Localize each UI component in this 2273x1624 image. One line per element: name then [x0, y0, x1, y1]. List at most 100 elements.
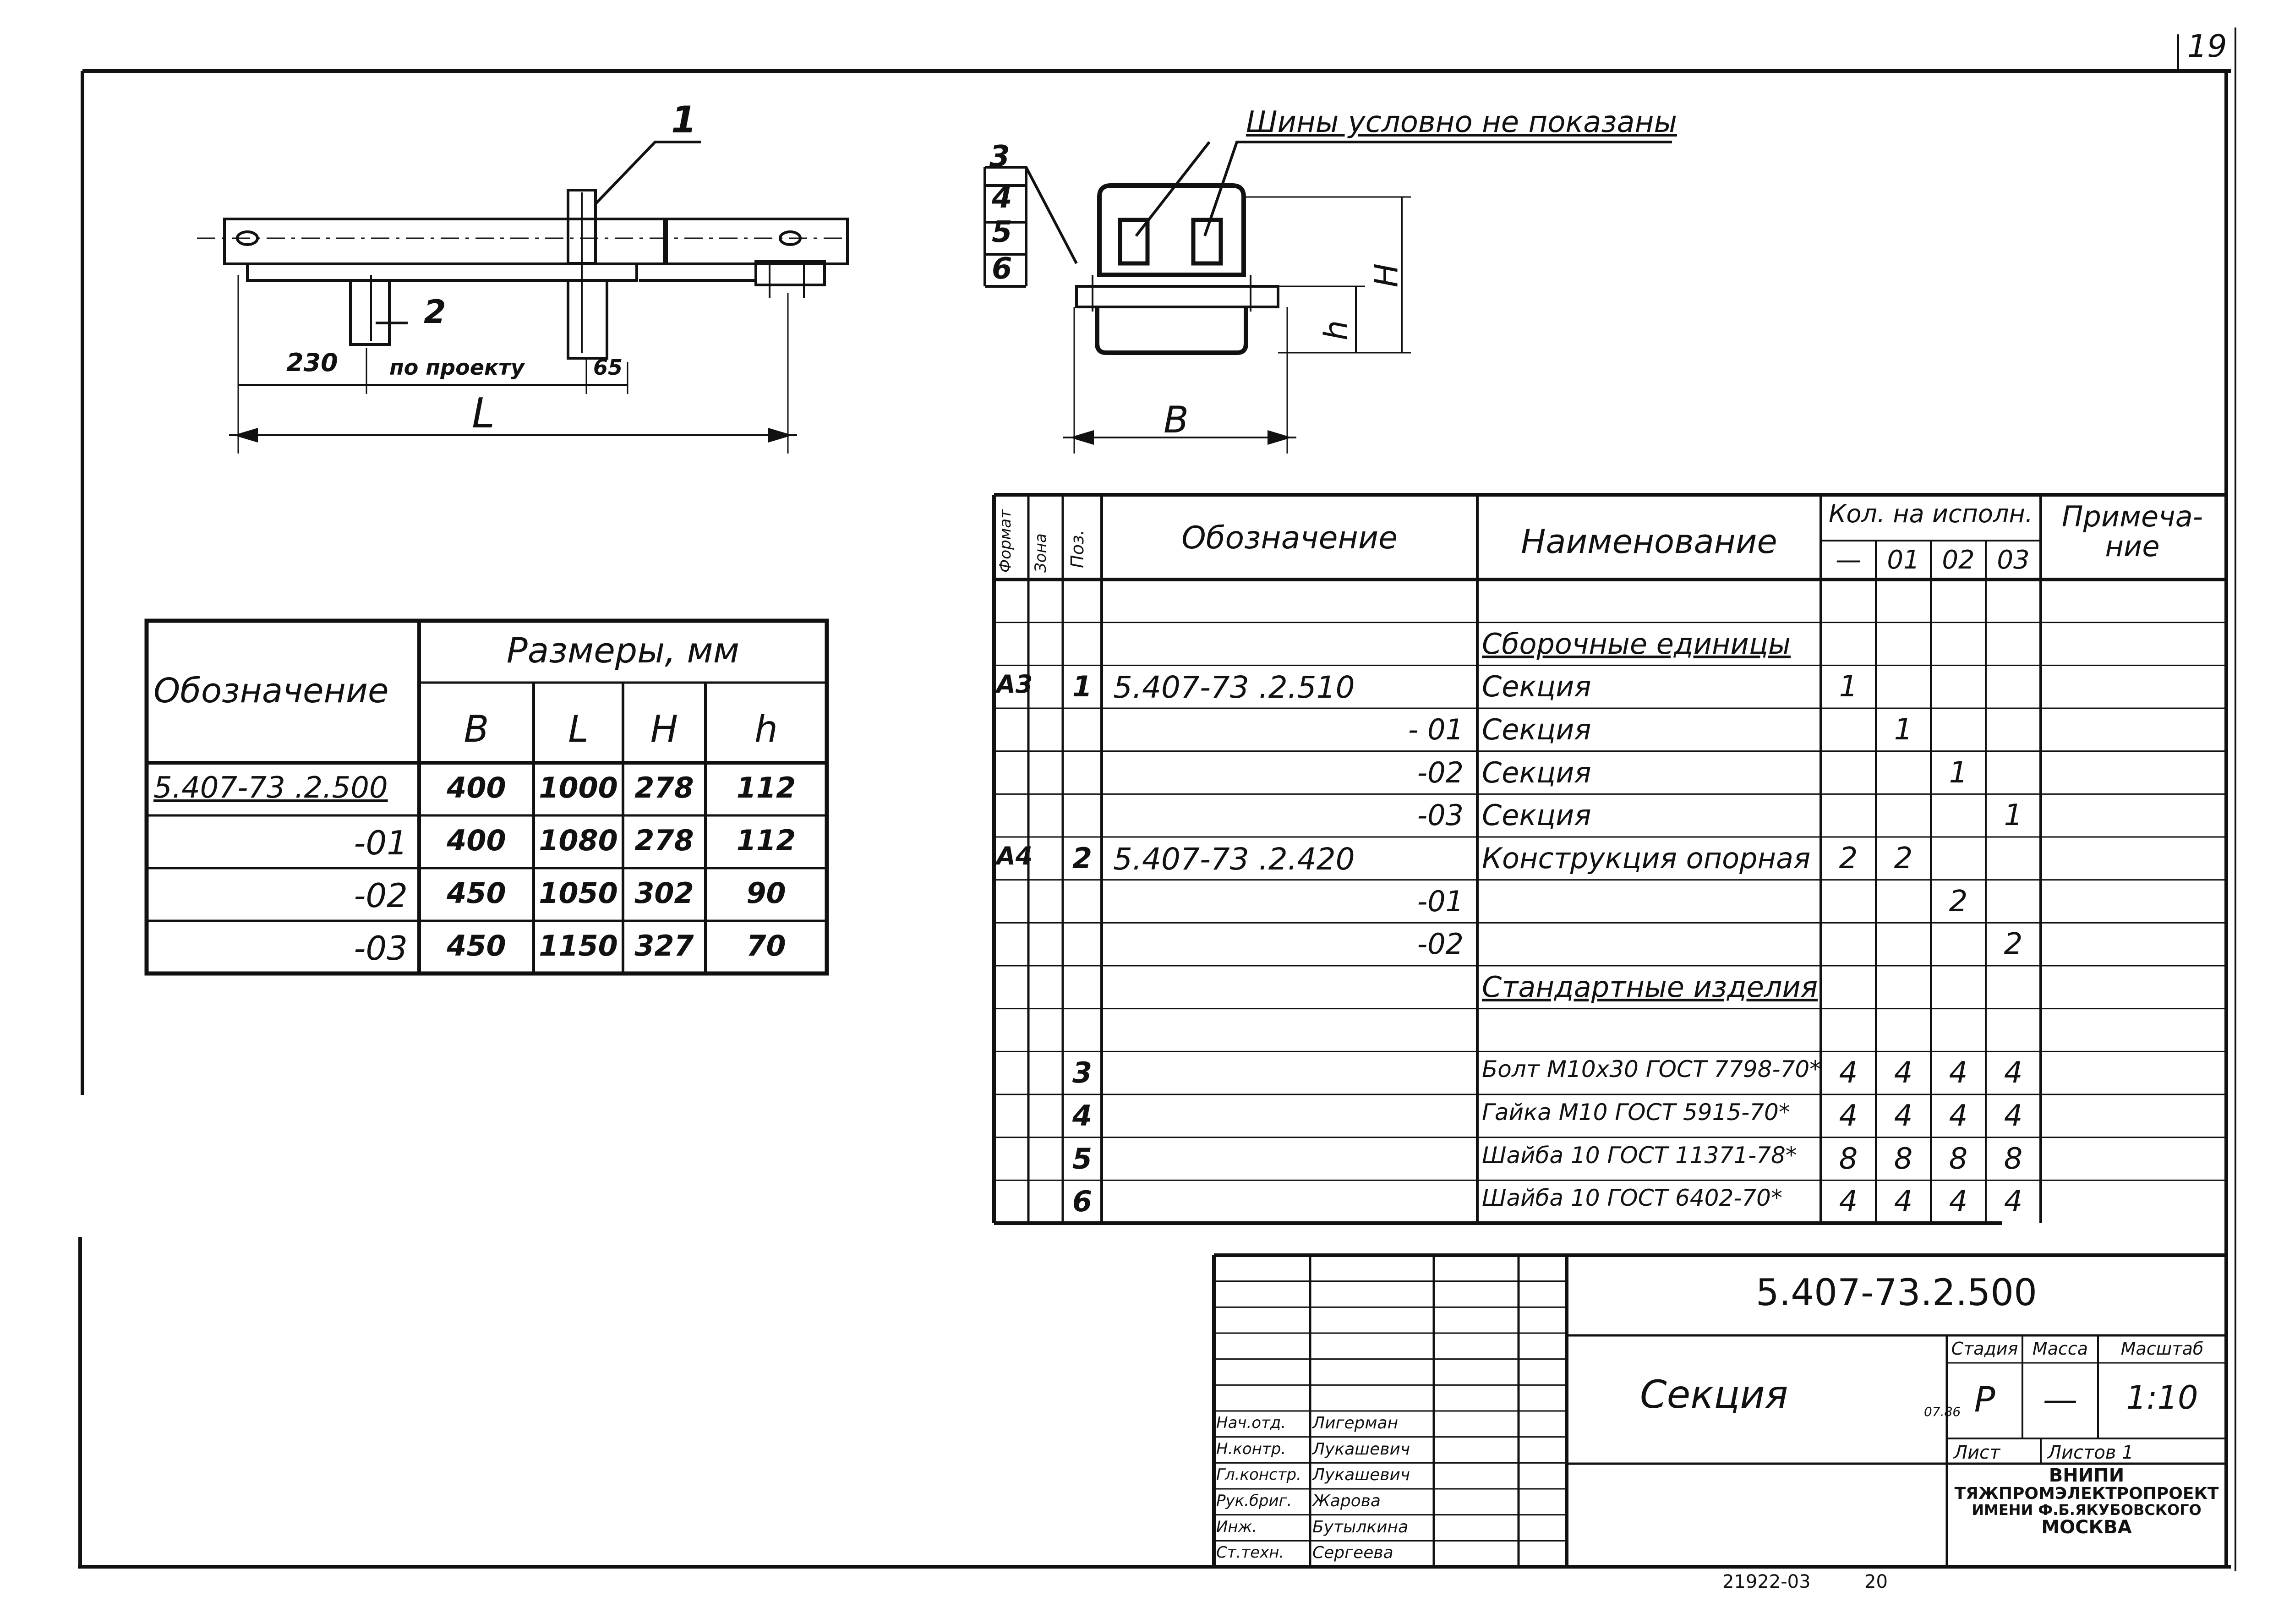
dims-header-designation: Обозначение: [153, 671, 389, 711]
spec-qcol-header: 02: [1942, 545, 1975, 575]
dims-cell: 70: [746, 929, 786, 962]
doc-number: 5.407-73.2.500: [1755, 1271, 2038, 1314]
spec-format: А3: [996, 670, 1033, 699]
spec-header-qty: Кол. на исполн.: [1829, 499, 2033, 528]
dims-cell: 1150: [539, 929, 618, 962]
sheets-label: Листов 1: [2048, 1442, 2134, 1463]
title-block-grid: [1212, 1253, 2226, 1567]
dim-H: H: [1367, 263, 1405, 288]
dims-cell: 278: [634, 771, 694, 804]
spec-table-grid: [992, 493, 2226, 1225]
spec-qty: 8: [1839, 1142, 1858, 1176]
dims-cell: 112: [736, 824, 796, 857]
dims-cell: 90: [746, 876, 786, 910]
dims-cell: 112: [736, 771, 796, 804]
dims-row-designation: -03: [354, 929, 408, 968]
spec-qty: 4: [1839, 1185, 1858, 1219]
dims-cell: 1000: [539, 771, 618, 804]
spec-qty: 4: [1894, 1099, 1913, 1133]
spec-qty: 1: [2004, 798, 2023, 833]
spec-qty: 4: [1949, 1056, 1968, 1090]
dims-col-L: L: [568, 708, 589, 750]
dim-B: B: [1164, 399, 1189, 441]
spec-qcol-header: 01: [1887, 545, 1920, 575]
spec-qty: 2: [1894, 842, 1913, 875]
spec-qcol-header: —: [1836, 545, 1861, 575]
spec-qty: 4: [1894, 1185, 1913, 1219]
signer-role: Рук.бриг.: [1216, 1492, 1292, 1510]
dims-col-h: h: [754, 708, 778, 750]
spec-qty: 4: [1839, 1099, 1858, 1133]
end-view: [984, 141, 1672, 454]
signer-name: Бутылкина: [1312, 1517, 1409, 1537]
dims-cell: 1050: [539, 876, 618, 910]
org-line-4: МОСКВА: [2041, 1517, 2132, 1538]
spec-qty: 1: [1949, 755, 1968, 790]
signer-role: Инж.: [1216, 1517, 1257, 1536]
dims-cell: 327: [634, 929, 694, 962]
signer-name: Жарова: [1312, 1492, 1381, 1510]
dims-header-sizes: Размеры, мм: [506, 630, 740, 671]
signer-name: Лукашевич: [1312, 1439, 1410, 1459]
callout-3: 3: [989, 140, 1010, 174]
spec-qty: 4: [2004, 1185, 2023, 1219]
spec-qty: 4: [2004, 1056, 2023, 1090]
dims-cell: 302: [634, 876, 694, 910]
spec-qty: 8: [2004, 1142, 2023, 1176]
dims-cell: 400: [447, 824, 506, 857]
spec-designation: -01: [1417, 884, 1464, 918]
spec-qty: 4: [1839, 1056, 1858, 1090]
spec-designation: 5.407-73 .2.510: [1113, 670, 1355, 705]
mass-header: Масса: [2032, 1339, 2088, 1359]
spec-name: Болт М10х30 ГОСТ 7798-70*: [1482, 1056, 1821, 1083]
spec-format: А4: [996, 842, 1033, 870]
spec-designation: -02: [1417, 755, 1464, 789]
spec-header-name: Наименование: [1521, 522, 1777, 561]
spec-name: Шайба 10 ГОСТ 11371-78*: [1482, 1142, 1797, 1169]
spec-pos: 6: [1072, 1185, 1093, 1219]
signer-name: Сергеева: [1312, 1543, 1393, 1563]
callout-1: 1: [671, 98, 697, 141]
spec-qty: 1: [1839, 670, 1858, 704]
dim-L: L: [472, 389, 495, 437]
dims-cell: 400: [447, 771, 506, 804]
dims-cell: 278: [634, 824, 694, 857]
archive-number: 21922-03: [1722, 1571, 1811, 1592]
spec-name: Гайка М10 ГОСТ 5915-70*: [1482, 1099, 1790, 1126]
mass-value: —: [2043, 1379, 2078, 1420]
spec-designation: -03: [1417, 798, 1464, 832]
spec-designation: - 01: [1408, 713, 1464, 746]
spec-header-format: Формат: [996, 509, 1015, 573]
org-line-1: ВНИПИ: [2049, 1465, 2125, 1486]
dims-cell: 450: [447, 876, 506, 910]
signer-name: Лигерман: [1312, 1414, 1399, 1433]
dims-cell: 450: [447, 929, 506, 962]
signer-name: Лукашевич: [1312, 1465, 1410, 1485]
spec-pos: 1: [1072, 670, 1093, 704]
sheet-label: Лист: [1954, 1442, 2000, 1463]
dims-col-H: H: [650, 708, 678, 750]
dims-col-B: B: [464, 708, 489, 750]
spec-designation: -02: [1417, 927, 1464, 961]
org-line-3: ИМЕНИ Ф.Б.ЯКУБОВСКОГО: [1972, 1501, 2202, 1519]
scale-value: 1:10: [2126, 1379, 2198, 1416]
spec-name: Секция: [1482, 713, 1591, 746]
spec-pos: 2: [1072, 842, 1093, 875]
sign-date: 07.86: [1924, 1404, 1961, 1419]
scale-header: Масштаб: [2120, 1339, 2204, 1359]
spec-qty: 2: [1839, 842, 1858, 875]
spec-pos: 5: [1072, 1142, 1093, 1176]
dim-h: h: [1317, 320, 1355, 341]
signer-role: Н.контр.: [1216, 1439, 1286, 1458]
signer-role: Гл.констр.: [1216, 1465, 1301, 1484]
spec-pos: 4: [1072, 1099, 1093, 1132]
dims-cell: 1080: [539, 824, 618, 857]
org-line-2: ТЯЖПРОМЭЛЕКТРОПРОЕКТ: [1954, 1484, 2219, 1503]
callout-2: 2: [424, 293, 446, 331]
dims-row-designation: -02: [354, 876, 408, 915]
spec-qty: 4: [1949, 1185, 1968, 1219]
spec-pos: 3: [1072, 1056, 1093, 1090]
spec-designation: 5.407-73 .2.420: [1113, 842, 1355, 877]
spec-header-zone: Зона: [1032, 533, 1050, 573]
